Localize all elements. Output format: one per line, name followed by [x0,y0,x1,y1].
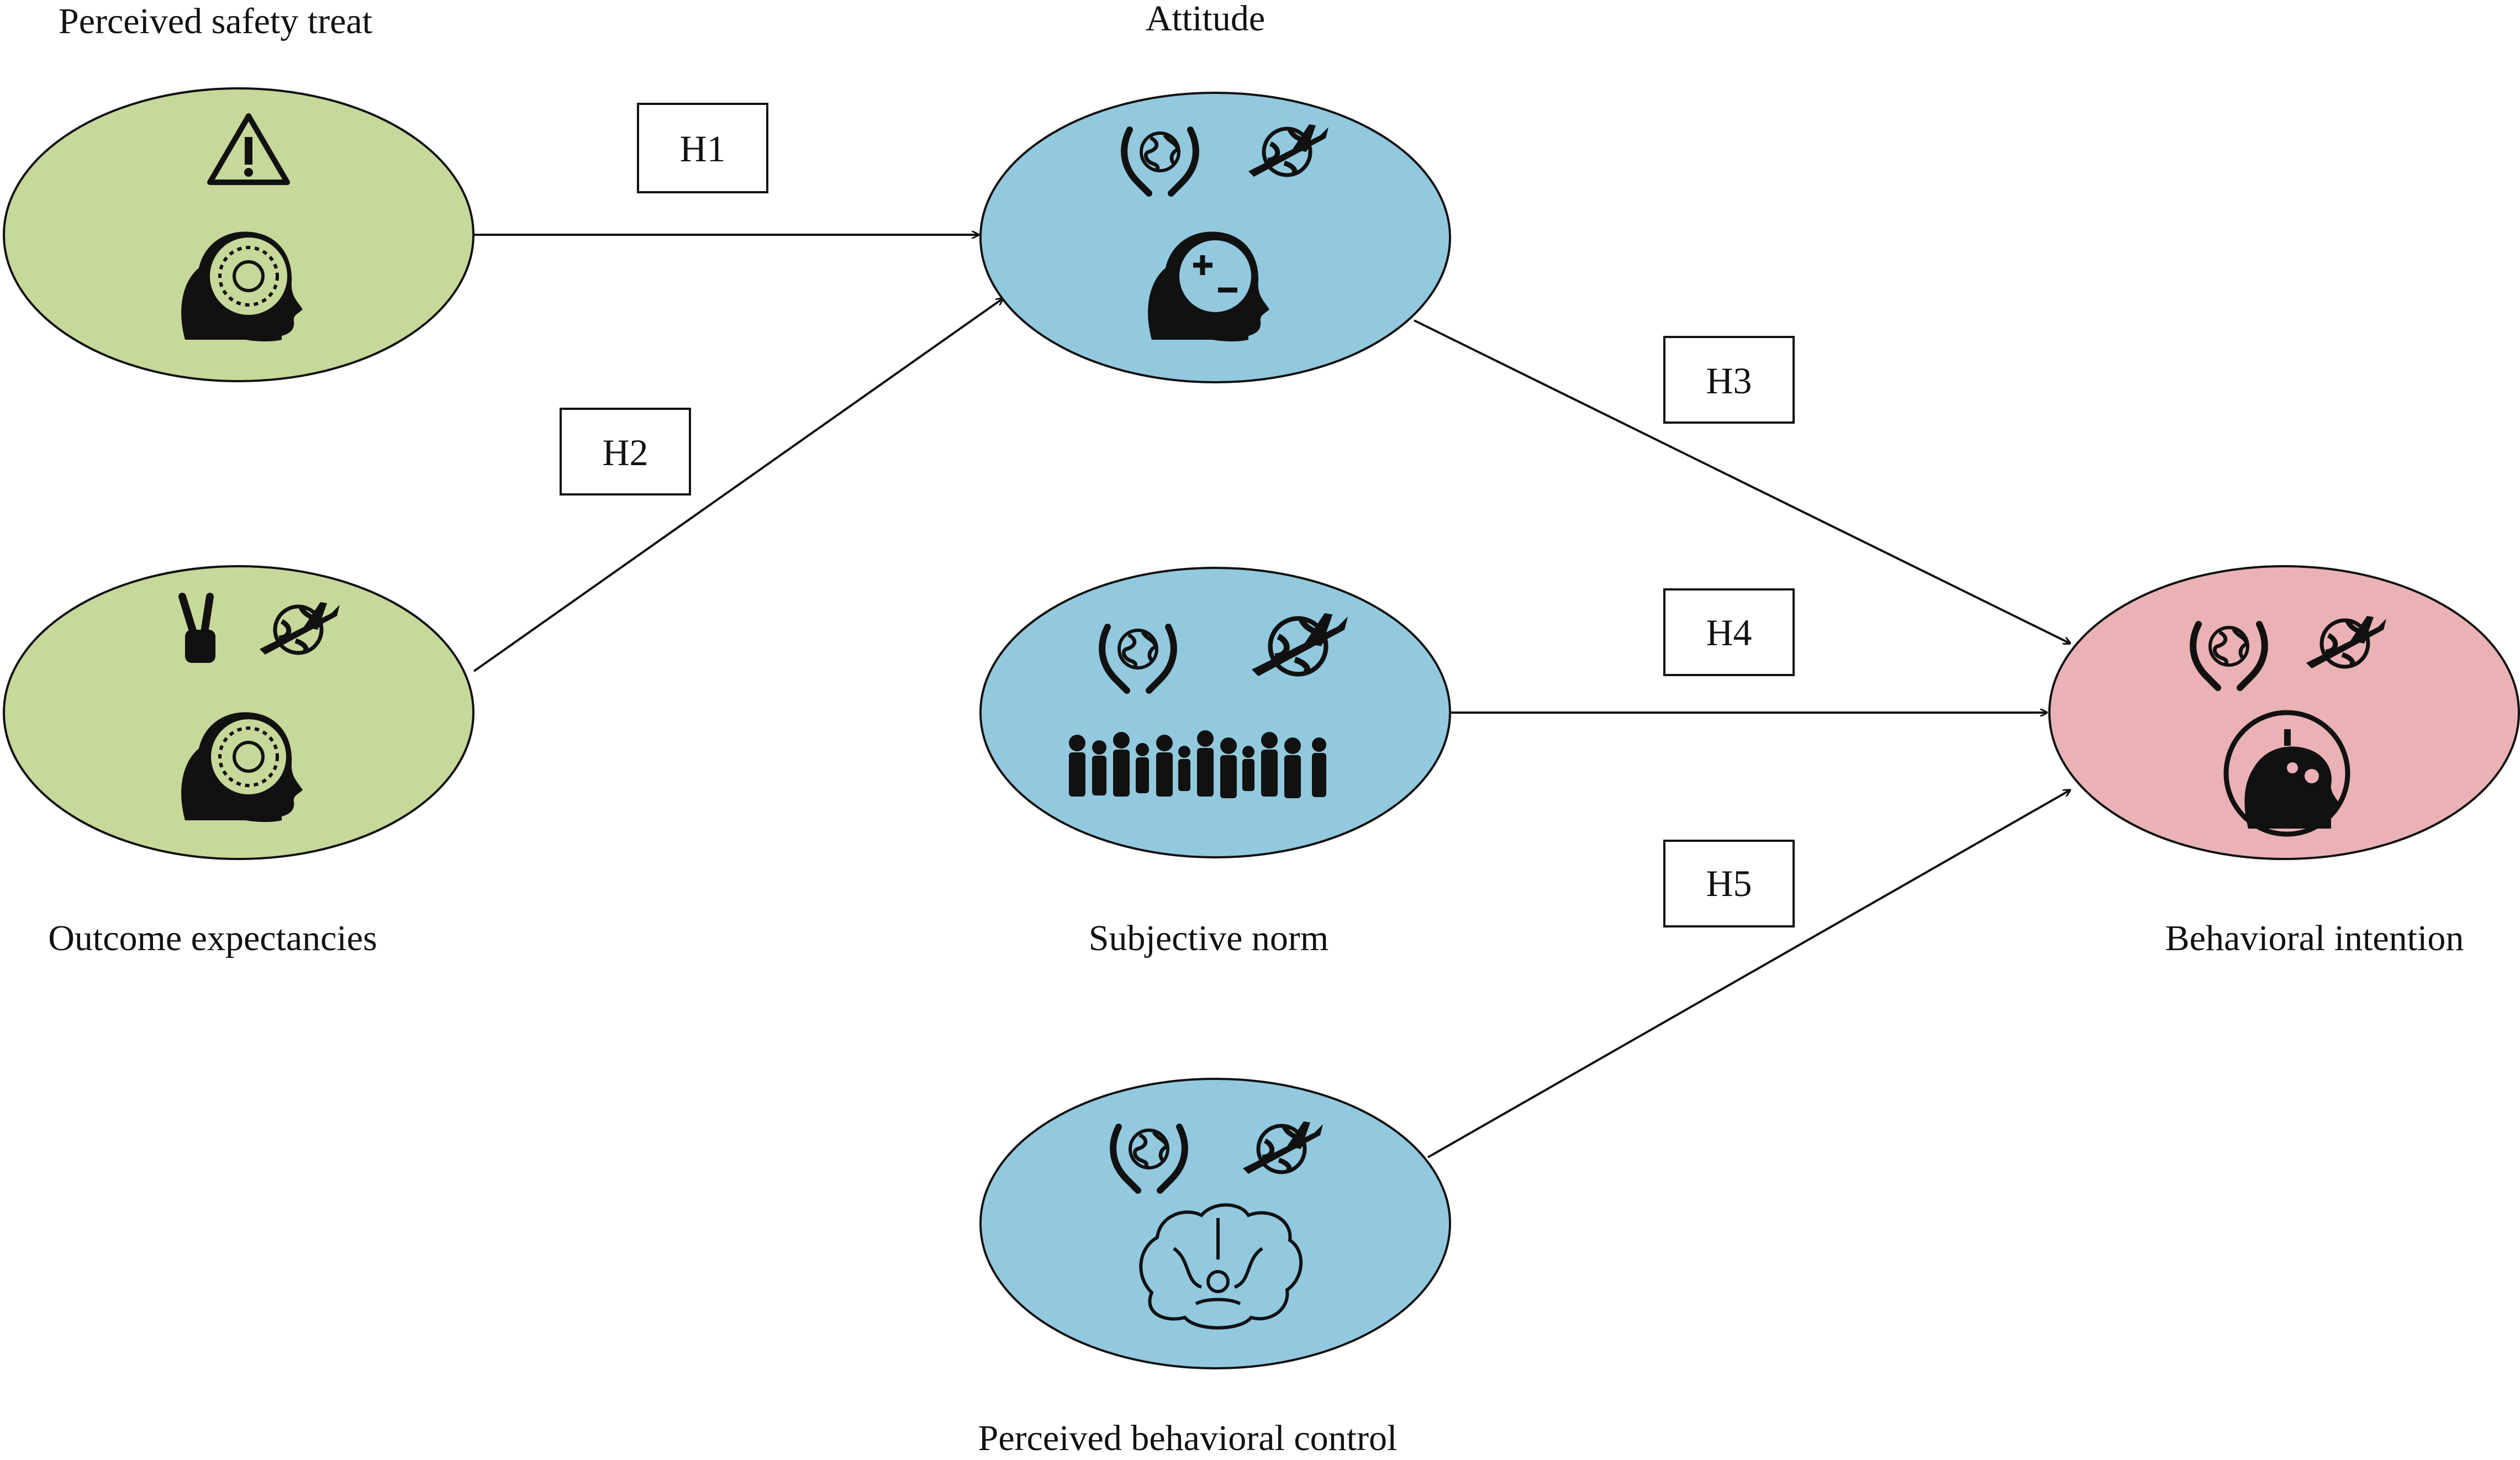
hypothesis-box-h3: H3 [1663,336,1795,424]
node-label-outcome: Outcome expectancies [48,918,377,958]
crossed-fingers-icon [178,593,215,663]
hypothesis-label-h4: H4 [1706,612,1752,653]
node-outcome [3,565,475,860]
node-label-subjective: Subjective norm [1089,918,1328,958]
node-intention [2048,565,2520,860]
virus-head-icon [181,712,303,823]
brain-icon [1139,1203,1303,1330]
hypothesis-label-h3: H3 [1706,360,1752,402]
node-ellipse [979,567,1451,858]
node-label-intention: Behavioral intention [2165,918,2464,958]
node-label-attitude: Attitude [1146,0,1265,39]
node-ellipse [3,565,475,860]
hypothesis-box-h5: H5 [1663,840,1795,927]
node-ellipse [979,1078,1451,1369]
warning-icon [207,113,290,185]
arrow-h5 [1427,790,2070,1158]
node-label-perceived-safety: Perceived safety treat [59,1,372,41]
hypothesis-label-h5: H5 [1706,862,1752,904]
node-pbc [979,1078,1451,1369]
thinking-head-icon [2223,710,2350,837]
hypothesis-label-h2: H2 [602,431,648,473]
plus-minus-head-icon [1148,231,1269,342]
node-perceived-safety [3,87,475,382]
hypothesis-box-h1: H1 [637,103,768,193]
virus-head-icon [181,231,303,342]
node-attitude [979,92,1451,383]
hypothesis-box-h4: H4 [1663,588,1795,676]
hypothesis-box-h2: H2 [560,408,691,496]
crowd-icon [1069,730,1326,798]
hypothesis-label-h1: H1 [679,128,725,170]
arrow-h2 [473,298,1003,672]
node-subjective [979,567,1451,858]
node-label-pbc: Perceived behavioral control [978,1418,1398,1458]
arrow-h3 [1414,319,2070,644]
